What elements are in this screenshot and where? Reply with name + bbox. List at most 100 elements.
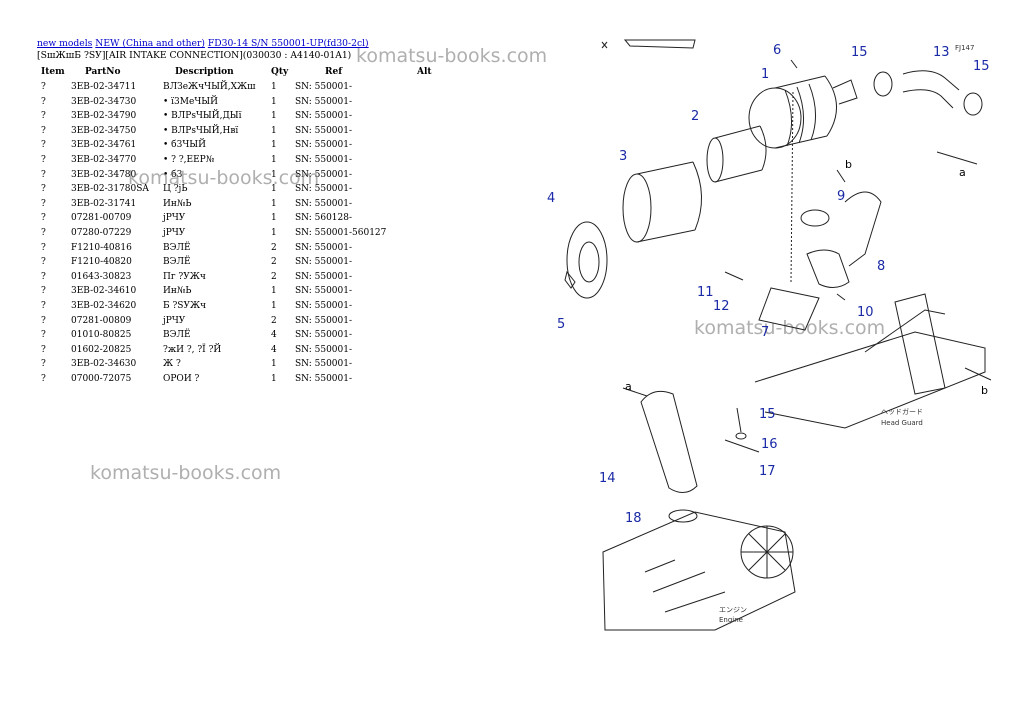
head-guard-caption-en: Head Guard	[881, 419, 923, 427]
table-header-row: Item PartNo Description Qty Ref Alt	[37, 65, 457, 80]
callout-9: 9	[837, 189, 845, 204]
callout-17: 16	[761, 437, 778, 452]
cell-qty: 2	[271, 242, 277, 253]
cell-item: ?	[41, 82, 46, 92]
cell-ref: SN: 550001-	[295, 111, 353, 122]
cell-alt	[417, 314, 457, 329]
cell-qty: 1	[271, 82, 277, 92]
breadcrumb-link-model[interactable]: FD30-14 S/N 550001-UP(fd30-2cl)	[207, 38, 369, 49]
cell-alt	[417, 226, 457, 241]
cell-description: ВЭЛЁ	[163, 257, 191, 268]
cell-item: ?	[41, 227, 46, 238]
cell-item: ?	[41, 198, 46, 209]
cell-description: • б3ЧЫЙ	[163, 140, 206, 151]
breadcrumb-link-new-models[interactable]: new models	[37, 38, 93, 49]
watermark: komatsu-books.com	[128, 167, 320, 189]
cell-item: ?	[41, 242, 46, 253]
callout-8: 8	[877, 259, 885, 274]
cell-alt	[417, 372, 457, 387]
cell-qty: 4	[271, 344, 277, 355]
column-header-alt: Alt	[417, 67, 432, 77]
cell-alt	[417, 343, 457, 358]
cell-ref: SN: 550001-	[295, 242, 353, 253]
arrow-label-a: a	[959, 166, 966, 179]
cell-ref: SN: 550001-	[295, 300, 353, 311]
cell-ref: SN: 550001-	[295, 125, 353, 136]
cell-description: jРЧУ	[163, 213, 186, 224]
callout-1: 1	[761, 67, 769, 82]
intake-pipe	[640, 390, 698, 493]
cell-qty: 1	[271, 227, 277, 238]
cell-ref: SN: 550001-	[295, 198, 353, 209]
cell-partno: 01010-80825	[71, 330, 132, 341]
cell-ref: SN: 550001-	[295, 315, 353, 326]
air-cleaner-outlet	[832, 79, 858, 105]
intake-hose	[902, 70, 960, 109]
cell-partno: 07281-00709	[71, 213, 132, 224]
bolt-16	[736, 407, 742, 433]
cell-qty: 1	[271, 184, 277, 195]
callout-14: 14	[599, 471, 616, 486]
cell-item: ?	[41, 184, 46, 195]
cell-description: Ж ?	[163, 359, 181, 370]
cell-description: ВЭЛЁ	[163, 242, 191, 253]
cell-alt	[417, 124, 457, 139]
gasket-19	[668, 509, 698, 523]
cell-item: ?	[41, 140, 46, 151]
cell-item: ?	[41, 373, 46, 384]
hose-part-9	[800, 209, 830, 227]
cell-qty: 4	[271, 330, 277, 341]
cell-ref: SN: 550001-	[295, 359, 353, 370]
cell-ref: SN: 550001-	[295, 330, 353, 341]
hose-clamp	[963, 92, 983, 116]
cell-partno: 3EB-02-34780	[71, 169, 137, 180]
cell-ref: SN: 550001-	[295, 286, 353, 297]
cell-item: ?	[41, 257, 46, 268]
cell-partno: 3EB-02-34610	[71, 286, 137, 297]
cell-item: ?	[41, 111, 46, 122]
cell-qty: 1	[271, 154, 277, 165]
drawing-code: FJ147	[955, 44, 974, 52]
cell-ref: SN: 550001-	[295, 169, 353, 180]
cell-alt	[417, 80, 457, 95]
callout-4: 4	[547, 191, 555, 206]
breadcrumb-link-region[interactable]: NEW (China and other)	[95, 38, 205, 49]
cell-description: • ? ?,ЕЕР№	[163, 154, 215, 165]
callout-2: 2	[691, 109, 699, 124]
parts-list-panel: new models NEW (China and other) FD30-14…	[37, 38, 557, 386]
cell-alt	[417, 95, 457, 110]
dust-cover	[566, 221, 608, 299]
cell-partno: 07280-07229	[71, 227, 132, 238]
cell-item: ?	[41, 330, 46, 341]
cell-qty: 2	[271, 257, 277, 268]
cell-qty: 1	[271, 359, 277, 370]
cell-qty: 1	[271, 198, 277, 209]
watermark: komatsu-books.com	[90, 462, 282, 484]
cell-description: Б ?SУЖч	[163, 300, 207, 311]
elbow-hose	[806, 249, 850, 288]
callout-18: 17	[759, 464, 776, 479]
arrow-label-a2: a	[625, 380, 632, 393]
cell-description: Пг ?УЖч	[163, 271, 206, 282]
cell-ref: SN: 550001-	[295, 82, 353, 92]
cell-description: ВЭЛЁ	[163, 330, 191, 341]
cell-partno: F1210-40820	[71, 257, 132, 268]
engine-details	[644, 559, 726, 613]
cell-description: Ц ?jЬ	[163, 184, 188, 195]
cell-item: ?	[41, 315, 46, 326]
callout-6: 6	[773, 43, 781, 58]
air-cleaner-body	[774, 75, 837, 149]
cell-item: ?	[41, 286, 46, 297]
cell-ref: SN: 550001-560127	[295, 227, 387, 238]
cell-ref: SN: 550001-	[295, 96, 353, 107]
cell-ref: SN: 550001-	[295, 257, 353, 268]
cell-partno: 3EB-02-34750	[71, 125, 137, 136]
